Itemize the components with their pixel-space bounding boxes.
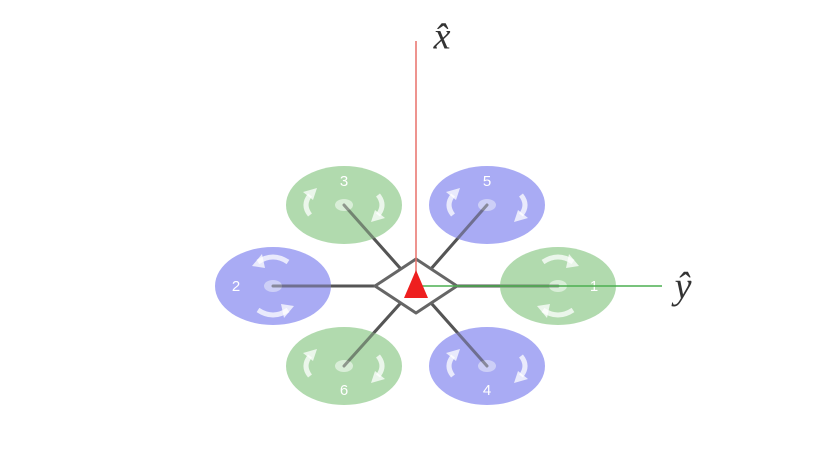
x-axis-label: x̂ — [433, 16, 451, 58]
heading-marker-icon — [404, 270, 428, 298]
rotor-number: 5 — [483, 173, 491, 190]
rotation-arrowhead-icon — [303, 188, 317, 200]
rotor-number: 3 — [340, 173, 348, 190]
rotation-arrow-icon — [446, 193, 456, 217]
rotor-number: 2 — [232, 278, 240, 295]
rotation-arrowhead-icon — [252, 254, 265, 268]
rotation-arrowhead-icon — [566, 254, 579, 268]
rotation-arrow-icon — [375, 193, 385, 217]
rotation-arrowhead-icon — [514, 371, 528, 383]
y-axis-label: ŷ — [671, 266, 692, 308]
rotation-arrowhead-icon — [303, 349, 317, 361]
rotor-number: 6 — [340, 382, 348, 399]
rotation-arrow-icon — [518, 354, 528, 378]
rotation-arrowhead-icon — [371, 371, 385, 383]
rotation-arrow-icon — [303, 354, 313, 378]
rotation-arrowhead-icon — [537, 304, 550, 318]
rotation-arrowhead-icon — [446, 188, 460, 200]
rotation-arrow-icon — [303, 193, 313, 217]
rotation-arrowhead-icon — [281, 304, 294, 318]
rotation-arrowhead-icon — [371, 210, 385, 222]
rotation-arrow-icon — [446, 354, 456, 378]
rotor-number: 4 — [483, 382, 491, 399]
rotation-arrow-icon — [375, 354, 385, 378]
rotation-arrow-icon — [518, 193, 528, 217]
rotation-arrowhead-icon — [446, 349, 460, 361]
rotation-arrowhead-icon — [514, 210, 528, 222]
